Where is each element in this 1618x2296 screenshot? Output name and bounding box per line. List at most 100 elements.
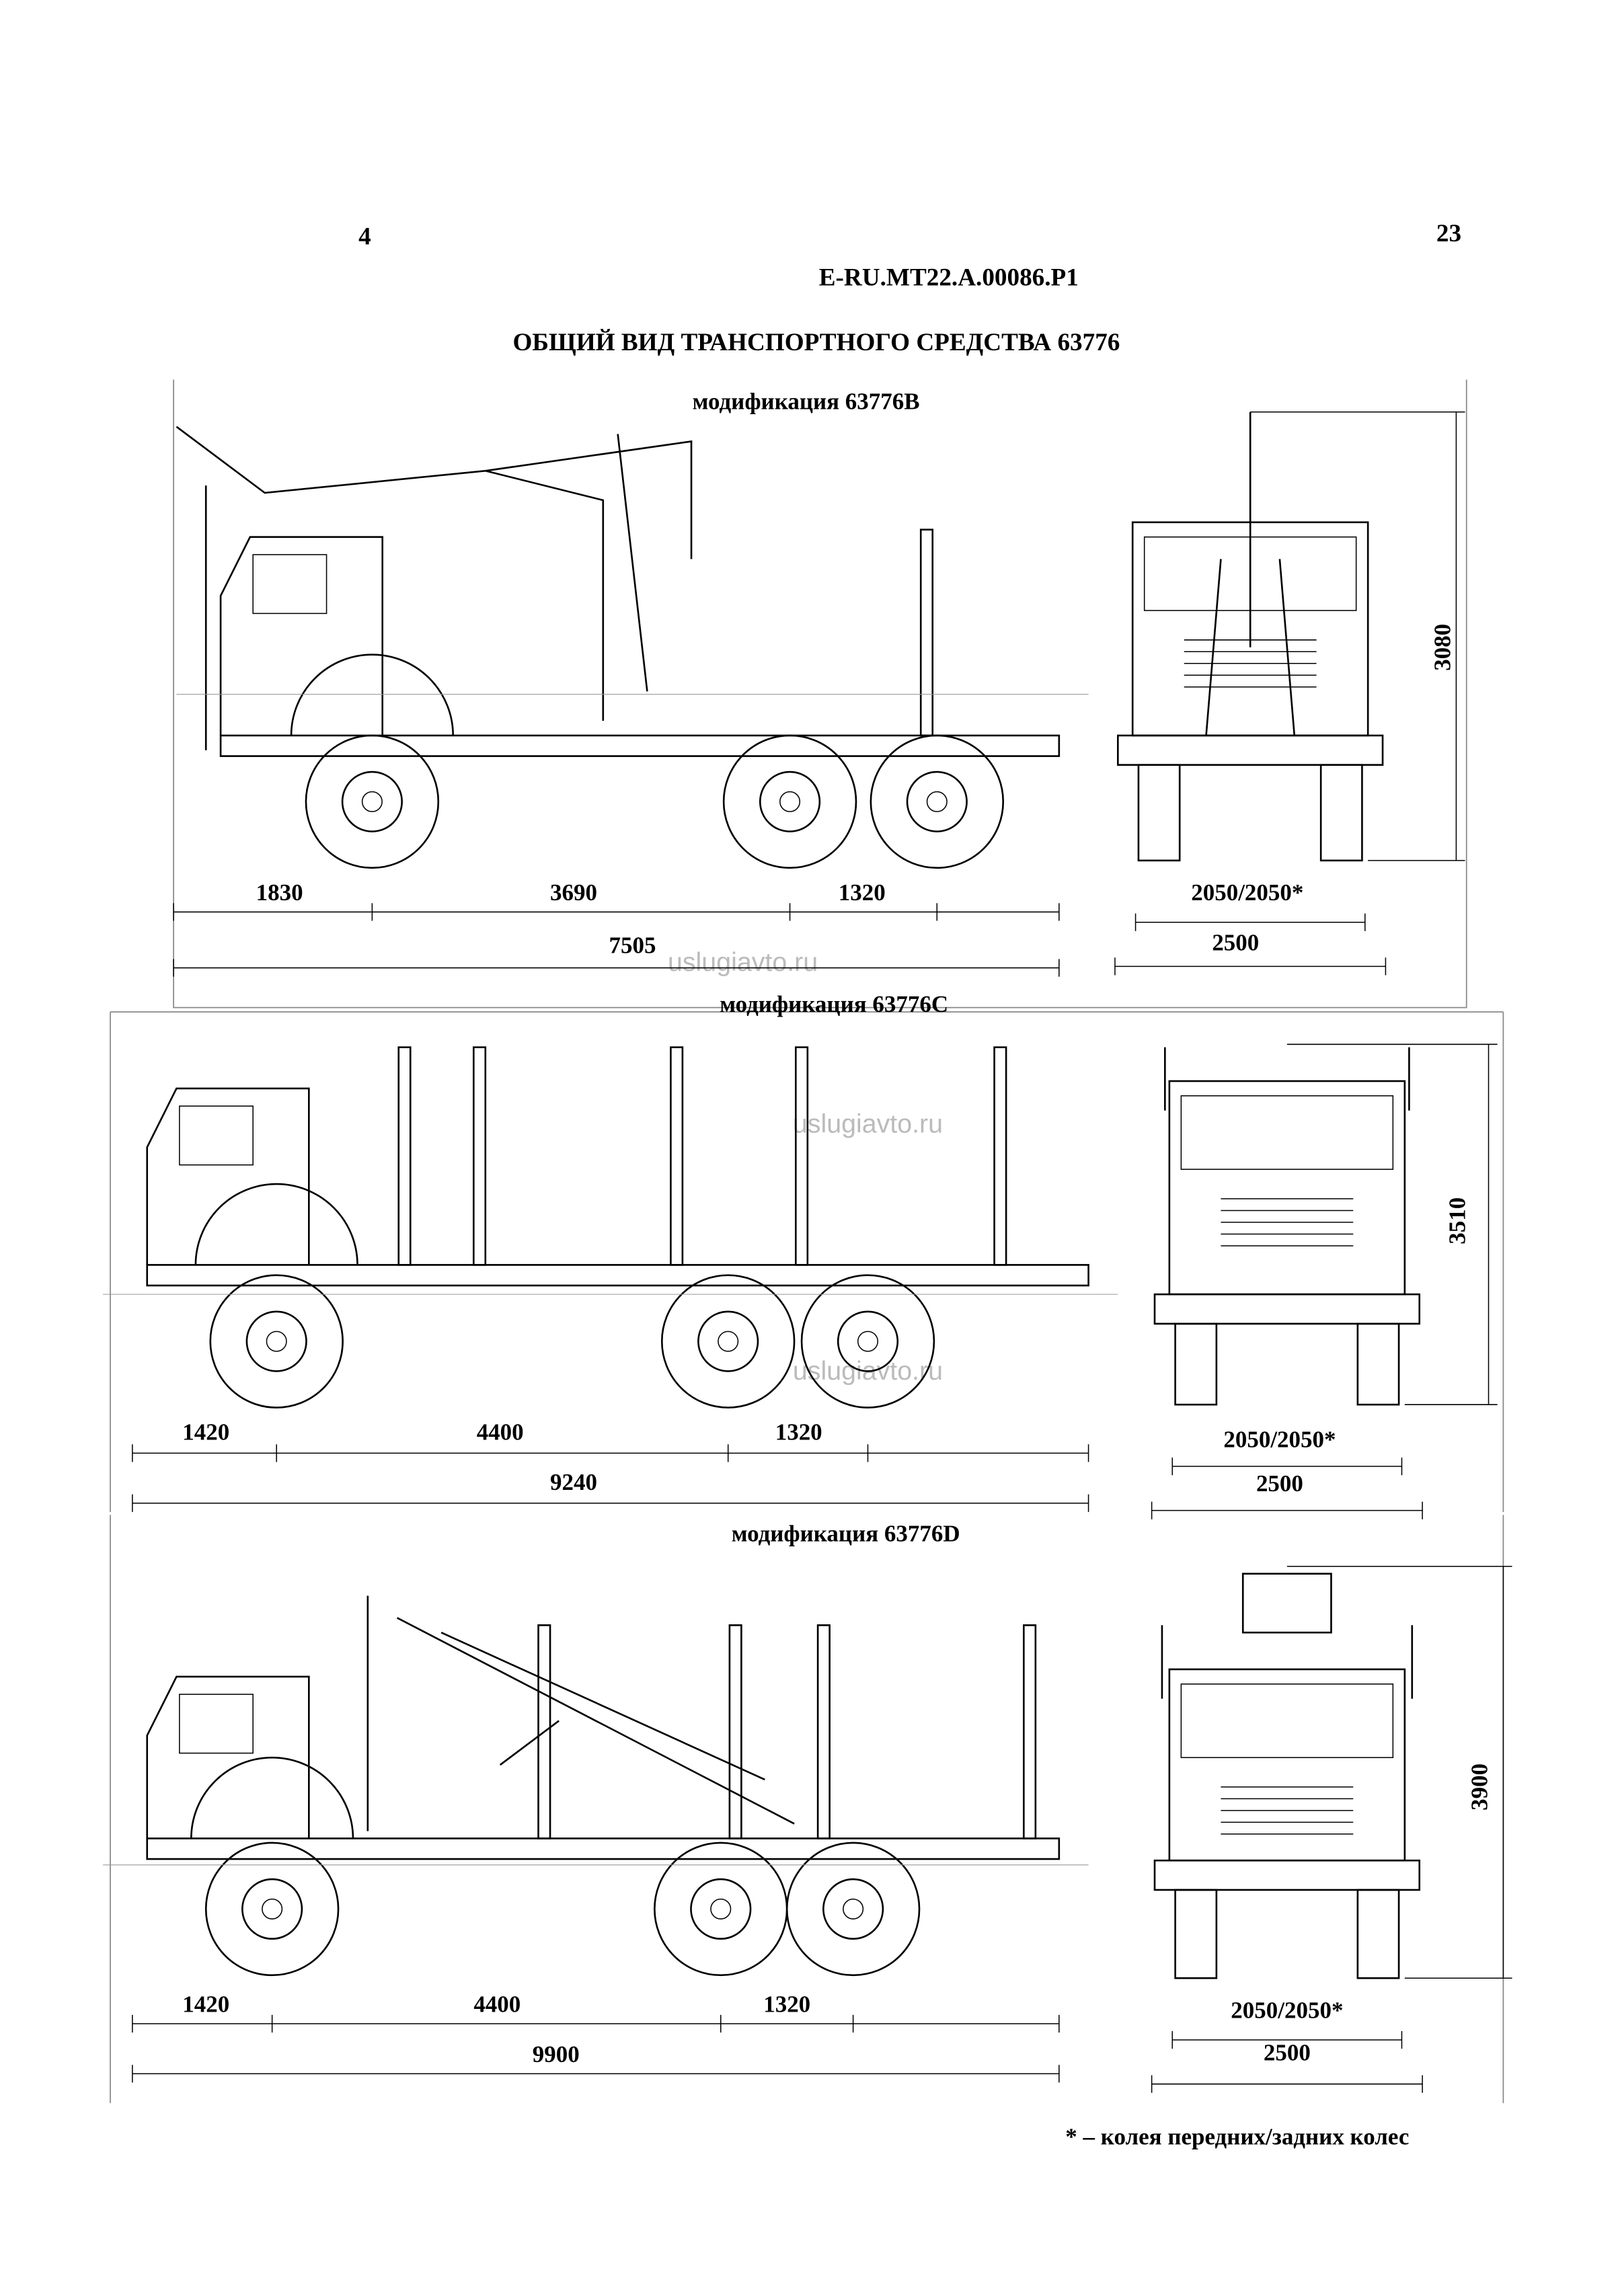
wheel xyxy=(305,734,440,869)
front-view-truck xyxy=(1117,411,1465,862)
dim-height-b: 3080 xyxy=(1430,624,1456,671)
cab-front xyxy=(1168,1080,1406,1296)
cab-window xyxy=(252,554,328,615)
front-view-truck xyxy=(1153,1566,1512,1979)
wheel xyxy=(654,1842,788,1977)
dim-height-c: 3510 xyxy=(1444,1197,1471,1244)
wheel-hub xyxy=(926,791,948,812)
dim-axle-spacing-d: 1320 xyxy=(763,1991,810,2018)
stake xyxy=(537,1624,551,1839)
cab-window xyxy=(179,1105,254,1166)
stake xyxy=(919,528,934,737)
dim-wheelbase-b: 3690 xyxy=(550,879,597,906)
vehicle-drawings xyxy=(103,411,1512,2093)
chassis-frame xyxy=(146,1264,1089,1287)
fender xyxy=(190,1756,354,1839)
modification-label-c: модификация 63776C xyxy=(720,991,948,1017)
chassis-frame xyxy=(146,1837,1061,1860)
cab-front xyxy=(1168,1668,1406,1862)
dim-front-overhang-d: 1420 xyxy=(182,1991,229,2018)
wheel xyxy=(785,1842,921,1977)
wheel xyxy=(800,1274,935,1409)
side-view-truck xyxy=(103,1046,1118,1409)
panel-frame-63776c xyxy=(110,1011,1504,1512)
stake xyxy=(816,1624,831,1839)
front-tire xyxy=(1174,1322,1218,1406)
stake xyxy=(472,1046,487,1266)
fender xyxy=(194,1183,358,1265)
wheel xyxy=(660,1274,796,1409)
dim-height-d: 3900 xyxy=(1466,1764,1492,1811)
footnote: * – колея передних/задних колес xyxy=(1065,2123,1409,2149)
dim-length-c: 9240 xyxy=(550,1469,597,1495)
wheel xyxy=(204,1842,340,1977)
front-tire xyxy=(1356,1322,1400,1406)
dim-track-d: 2050/2050* xyxy=(1231,1997,1343,2023)
bumper xyxy=(1153,1293,1421,1325)
modification-label-b: модификация 63776B xyxy=(693,388,920,414)
side-view-truck xyxy=(103,1595,1089,1977)
stake xyxy=(397,1046,412,1266)
wheel-rim xyxy=(906,770,968,833)
wheel-rim xyxy=(245,1310,307,1372)
stake xyxy=(1023,1624,1037,1839)
wheel-hub xyxy=(710,1898,732,1919)
crane-front xyxy=(1205,411,1296,736)
front-tire xyxy=(1137,764,1181,862)
wheel-hub xyxy=(857,1331,879,1352)
wheel xyxy=(722,734,857,869)
wheel-hub xyxy=(262,1898,283,1919)
page-number-right: 23 xyxy=(1436,220,1461,247)
dim-length-d: 9900 xyxy=(533,2041,580,2067)
cab-window xyxy=(179,1694,254,1754)
document-code: E-RU.MT22.A.00086.P1 xyxy=(819,264,1079,292)
dim-width-b: 2500 xyxy=(1212,929,1259,955)
front-view-truck xyxy=(1153,1043,1498,1406)
dim-track-c: 2050/2050* xyxy=(1223,1427,1336,1453)
wheel-hub xyxy=(843,1898,864,1919)
dim-length-b: 7505 xyxy=(609,933,656,959)
dim-front-overhang-c: 1420 xyxy=(182,1419,229,1446)
cab xyxy=(219,536,384,736)
wheel-rim xyxy=(759,770,821,833)
crane-boom xyxy=(176,426,693,750)
wheel-hub xyxy=(779,791,801,812)
dim-wheelbase-d: 4400 xyxy=(473,1991,521,2018)
panel-frame-63776b xyxy=(173,379,1467,1008)
page-number-left: 4 xyxy=(358,223,371,250)
wheel xyxy=(870,734,1005,869)
stake xyxy=(728,1624,742,1839)
front-tire xyxy=(1356,1889,1400,1979)
windshield xyxy=(1180,1683,1394,1758)
wheel-hub xyxy=(361,791,383,812)
wheel-rim xyxy=(241,1878,303,1940)
dim-front-overhang-b: 1830 xyxy=(256,879,303,906)
fender xyxy=(290,654,454,736)
wheel-hub xyxy=(718,1331,739,1352)
cab xyxy=(146,1087,310,1265)
windshield xyxy=(1180,1095,1394,1170)
stake xyxy=(993,1046,1007,1266)
watermark: uslugiavto.ru xyxy=(793,1109,943,1139)
front-tire xyxy=(1174,1889,1218,1979)
dim-width-c: 2500 xyxy=(1256,1470,1303,1497)
dim-wheelbase-c: 4400 xyxy=(477,1419,524,1446)
crane-boom xyxy=(367,1595,795,1831)
front-tire xyxy=(1319,764,1363,862)
wheel-rim xyxy=(822,1878,884,1940)
wheel xyxy=(209,1274,344,1409)
side-view-truck xyxy=(176,426,1089,869)
stake xyxy=(670,1046,684,1266)
dim-axle-spacing-c: 1320 xyxy=(775,1419,822,1446)
watermark: uslugiavto.ru xyxy=(668,947,818,977)
wheel-rim xyxy=(697,1310,759,1372)
wheel-rim xyxy=(837,1310,899,1372)
dim-track-b: 2050/2050* xyxy=(1191,879,1303,906)
cab xyxy=(146,1675,310,1839)
modification-label-d: модификация 63776D xyxy=(732,1521,960,1547)
dim-axle-spacing-b: 1320 xyxy=(839,879,886,906)
crane-front xyxy=(1241,1573,1332,1634)
bumper xyxy=(1153,1859,1421,1891)
